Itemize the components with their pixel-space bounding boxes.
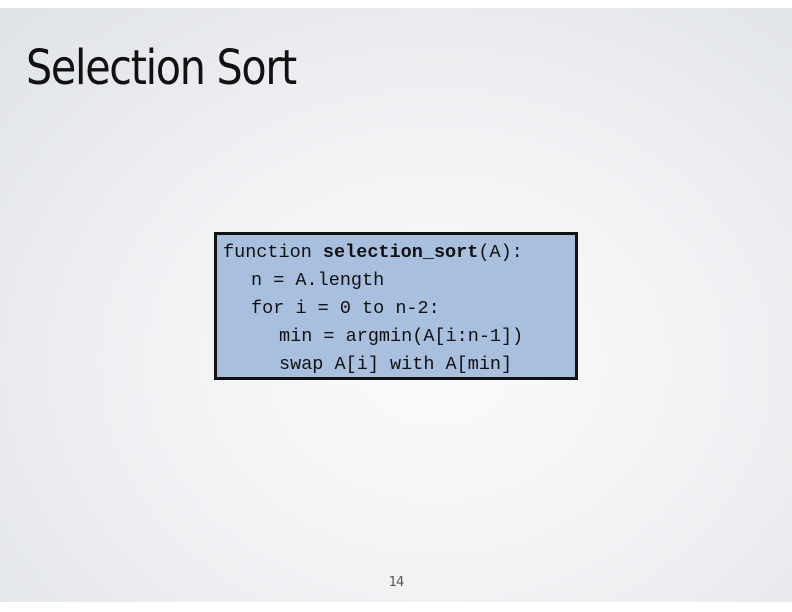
code-line-length: n = A.length bbox=[251, 270, 385, 291]
code-line-argmin: min = argmin(A[i:n-1]) bbox=[279, 326, 524, 347]
page-number: 14 bbox=[388, 575, 405, 590]
code-block: function selection_sort(A): n = A.length… bbox=[214, 232, 578, 380]
code-function-args: (A): bbox=[478, 242, 523, 263]
slide-title: Selection Sort bbox=[26, 40, 297, 96]
code-keyword-function: function bbox=[223, 242, 323, 263]
slide: Selection Sort function selection_sort(A… bbox=[0, 8, 792, 602]
code-line-function-signature: function selection_sort(A): bbox=[223, 239, 575, 267]
code-line-swap: swap A[i] with A[min] bbox=[279, 354, 513, 375]
code-function-name: selection_sort bbox=[322, 242, 479, 263]
code-line-for-loop: for i = 0 to n-2: bbox=[251, 298, 440, 319]
